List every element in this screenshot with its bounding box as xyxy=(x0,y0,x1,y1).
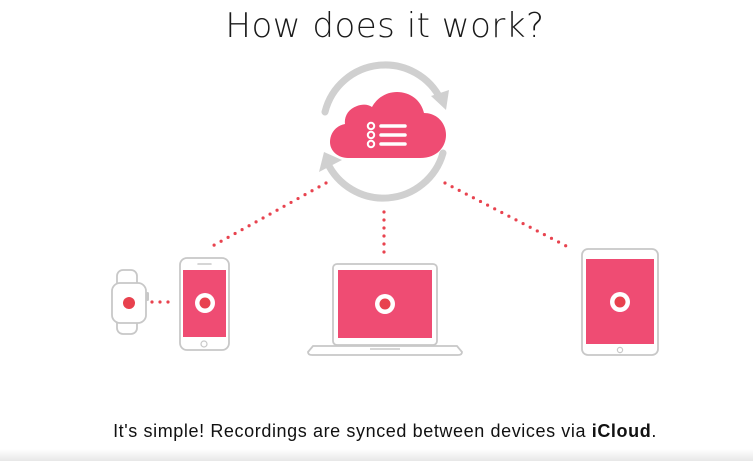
sync-arrows-icon xyxy=(321,61,447,202)
sync-arrowheads xyxy=(319,90,449,172)
laptop-icon xyxy=(307,263,463,356)
record-icon xyxy=(375,294,395,314)
caption-period: . xyxy=(651,421,657,441)
caption-icloud: iCloud xyxy=(591,421,652,441)
cloud-list-icon xyxy=(330,92,446,158)
tablet-icon xyxy=(581,248,659,356)
record-icon xyxy=(195,293,215,313)
phone-icon xyxy=(179,257,230,351)
connector-cloud-to-phone xyxy=(207,181,328,250)
page-title: How does it work? xyxy=(225,6,545,46)
connector-cloud-to-tablet xyxy=(443,181,574,251)
watch-icon xyxy=(111,269,149,335)
record-icon xyxy=(610,292,630,312)
connector-dots xyxy=(150,181,574,304)
caption-text: It's simple! Recordings are synced betwe… xyxy=(113,421,592,441)
record-icon xyxy=(123,297,135,309)
bottom-shade xyxy=(0,449,753,461)
caption: It's simple! Recordings are synced betwe… xyxy=(0,421,753,442)
